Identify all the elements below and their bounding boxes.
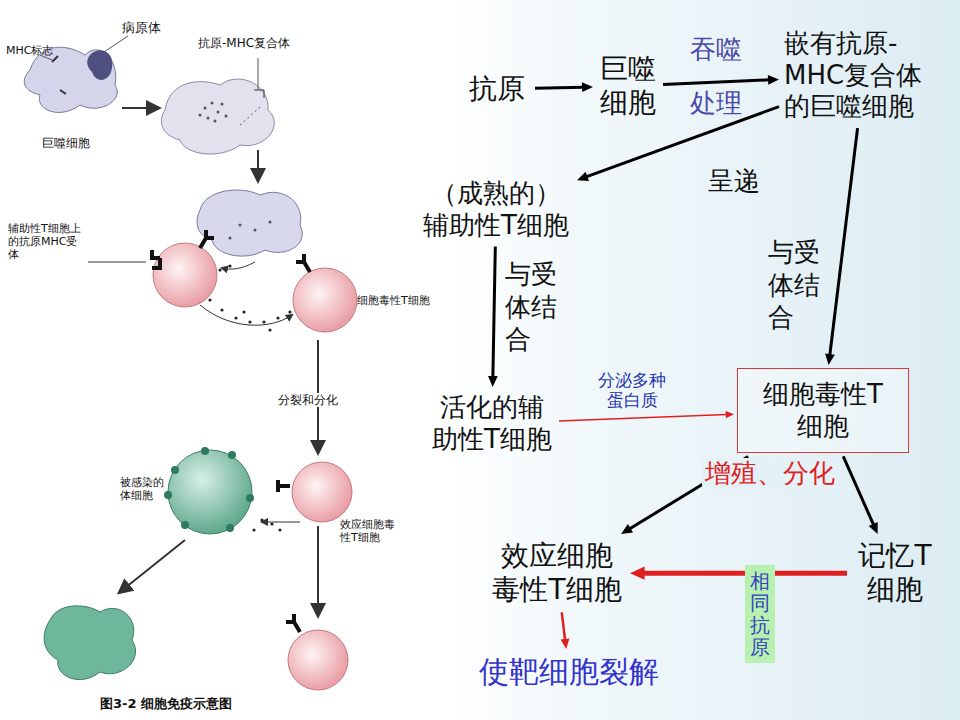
callout-label: 细胞毒性T细胞 (357, 294, 447, 307)
arrow-head (825, 354, 835, 366)
effector-t-cell (252, 462, 352, 532)
node-text: 使靶细胞裂解 (454, 654, 684, 691)
node-text: 细胞毒性T细胞 (758, 379, 888, 442)
node-text: 巨噬细胞 (598, 52, 658, 120)
infected-cell (164, 447, 254, 534)
lysed-cell (44, 606, 135, 680)
cytotoxic-t-cell (293, 254, 357, 332)
connector (830, 128, 858, 355)
connector (843, 456, 873, 525)
helper-t-text: 活化的辅助性T细胞 (428, 390, 556, 457)
helper-t-text: （成熟的）辅助性T细胞 (418, 176, 574, 243)
arrow-head (630, 567, 645, 580)
arrow-head (488, 376, 498, 387)
connector (493, 246, 495, 377)
macrophage-2 (161, 58, 274, 154)
node-text: 抗原 (464, 72, 530, 106)
callout-label: 辅助性T细胞上的抗原MHC受体 (8, 222, 86, 262)
callout-label: MHC标志 (6, 44, 53, 57)
arrow-head (561, 639, 570, 650)
macrophage-box: 嵌有抗原-MHC复合体的巨噬细胞 (782, 26, 946, 125)
effector-text: 效应细胞毒性T细胞 (487, 537, 627, 609)
connector (559, 414, 727, 421)
arrow-head (582, 82, 593, 92)
edge-label: 与受体结合 (768, 236, 824, 334)
node-text: 嵌有抗原-MHC复合体的巨噬细胞 (784, 28, 944, 123)
connector (663, 80, 769, 85)
edge-label: 相同抗原 (745, 565, 775, 663)
node-text: 活化的辅助性T细胞 (430, 392, 554, 455)
figure-caption: 图3-2 细胞免疫示意图 (100, 696, 232, 712)
concept-text: 巨噬细胞 (596, 50, 660, 122)
node-text: 记忆T细胞 (852, 539, 938, 607)
edge-label: 吞噬 (690, 34, 742, 65)
connector (562, 612, 565, 640)
edge-label: 与受体结合 (505, 258, 561, 356)
edge-label: 分泌多种蛋白质 (594, 370, 670, 411)
concept-text: 抗原 (462, 70, 532, 108)
callout-label: 被感染的体细胞 (120, 476, 166, 502)
connector (535, 87, 583, 88)
result-text: 使靶细胞裂解 (452, 652, 686, 693)
callout-label: 效应细胞毒性T细胞 (340, 518, 400, 544)
callout-label: 巨噬细胞 (42, 136, 90, 150)
arrow-head (621, 524, 633, 534)
edge-label: 呈递 (708, 166, 760, 197)
arrow-head (577, 172, 589, 181)
callout-label: 增殖、分化 (702, 458, 838, 489)
node-text: （成熟的）辅助性T细胞 (420, 178, 572, 241)
arrow-head (869, 522, 878, 534)
callout-label: 处理 (690, 88, 742, 119)
arrow-head (726, 411, 734, 418)
memory-text: 记忆T细胞 (850, 537, 940, 609)
callout-label: 分裂和分化 (278, 393, 338, 407)
arrow-head (768, 75, 779, 85)
t-cell-after (286, 614, 348, 690)
node-text: 效应细胞毒性T细胞 (489, 539, 625, 607)
helper-t-cell (88, 230, 217, 307)
callout-label: 病原体 (122, 20, 161, 36)
callout-label: 抗原-MHC复合体 (198, 36, 290, 50)
process-box: 细胞毒性T细胞 (737, 368, 909, 453)
macrophage-3 (197, 190, 302, 256)
